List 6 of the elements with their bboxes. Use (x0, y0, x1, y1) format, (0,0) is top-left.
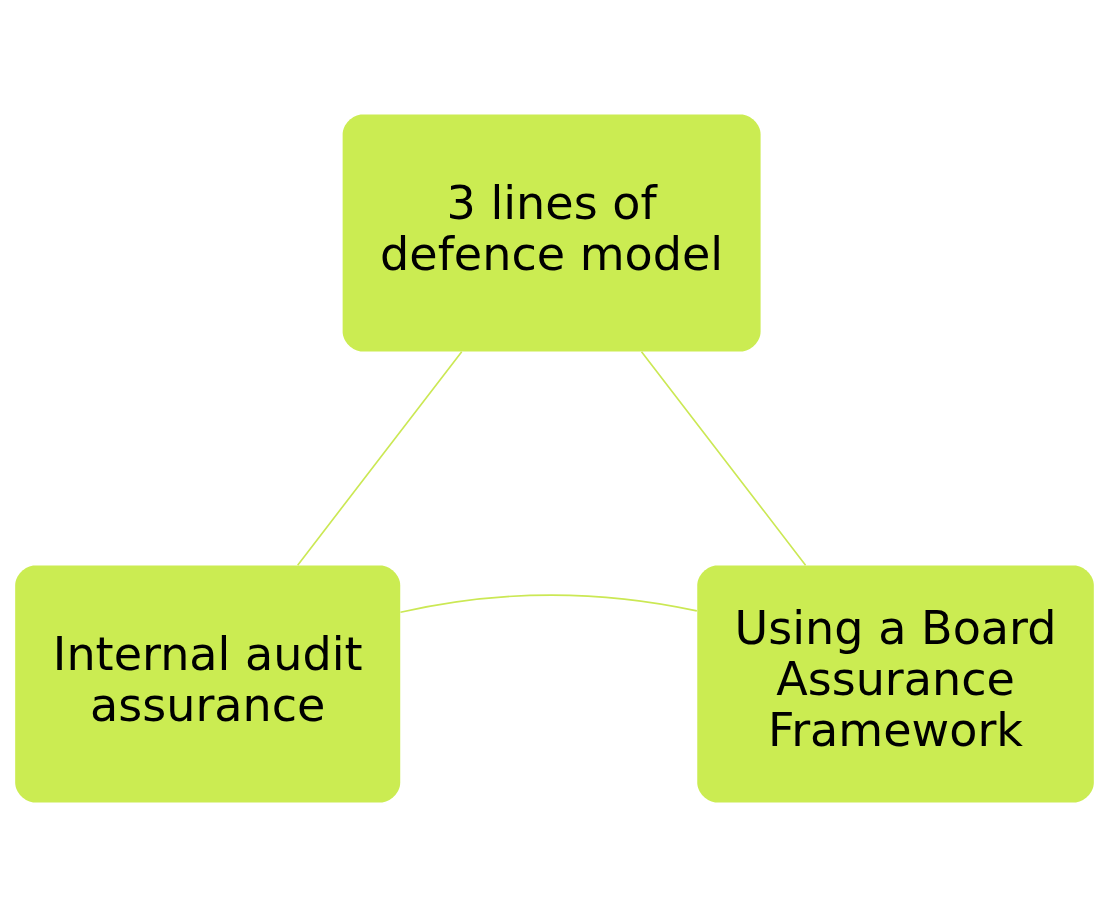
connector (640, 350, 807, 566)
node-box: Using a Board Assurance Framework (697, 565, 1094, 803)
node-box: Internal audit assurance (15, 565, 401, 803)
node-box: 3 lines of defence model (342, 114, 761, 352)
connector (296, 350, 463, 566)
connector (399, 594, 698, 614)
